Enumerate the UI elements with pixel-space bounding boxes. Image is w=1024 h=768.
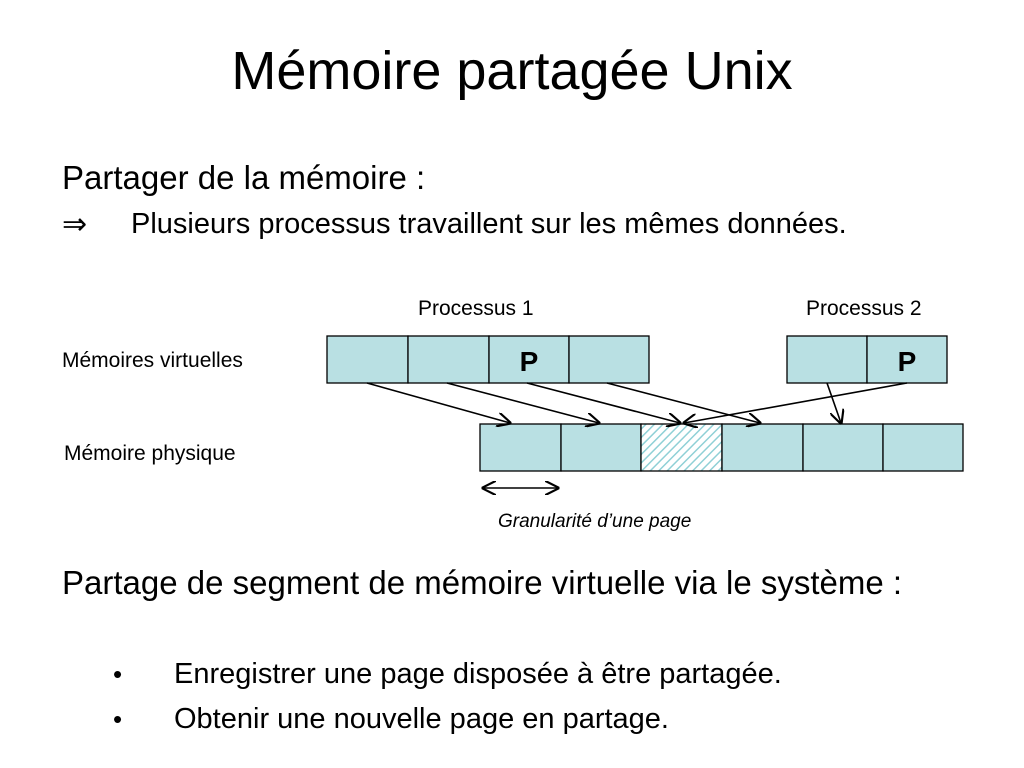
p2-page-shared [866, 335, 948, 384]
p1-shared-page-marker: P [520, 346, 539, 377]
bullet-icon: • [113, 659, 123, 689]
implication-text: Plusieurs processus travaillent sur les … [131, 208, 847, 240]
segment-heading: Partage de segment de mémoire virtuelle … [62, 564, 903, 601]
p2-shared-page-marker: P [898, 346, 917, 377]
virtual-memory-label: Mémoires virtuelles [62, 349, 243, 372]
frame-2 [560, 423, 642, 472]
map-arrow-6 [684, 382, 908, 423]
implies-arrow-icon: ⇒ [62, 208, 88, 241]
p2-page-1 [786, 335, 868, 384]
map-arrow-4 [606, 382, 760, 423]
bullet-item-2: Obtenir une nouvelle page en partage. [174, 703, 669, 735]
process-2-virtual-pages: P [786, 335, 948, 384]
bullet-icon: • [113, 704, 123, 734]
map-arrow-2 [446, 382, 599, 423]
intro-text: Partager de la mémoire : [62, 159, 426, 196]
frame-4 [721, 423, 804, 472]
process-2-label: Processus 2 [806, 297, 922, 320]
frame-5 [802, 423, 884, 472]
physical-memory-label: Mémoire physique [64, 442, 236, 465]
map-arrow-3 [526, 382, 680, 423]
process-1-label: Processus 1 [418, 297, 534, 320]
p1-page-4 [568, 335, 650, 384]
map-arrow-5 [826, 382, 841, 423]
frame-1 [479, 423, 562, 472]
frame-6 [882, 423, 964, 472]
p1-page-1 [326, 335, 409, 384]
map-arrow-1 [366, 382, 510, 423]
p1-page-2 [407, 335, 490, 384]
slide-title: Mémoire partagée Unix [231, 41, 793, 101]
mapping-arrows [366, 382, 908, 423]
frame-shared [640, 423, 723, 472]
bullet-item-1: Enregistrer une page disposée à être par… [174, 658, 782, 690]
physical-memory-frames [479, 423, 964, 472]
process-1-virtual-pages: P [326, 335, 650, 384]
granularity-label: Granularité d’une page [498, 511, 692, 532]
